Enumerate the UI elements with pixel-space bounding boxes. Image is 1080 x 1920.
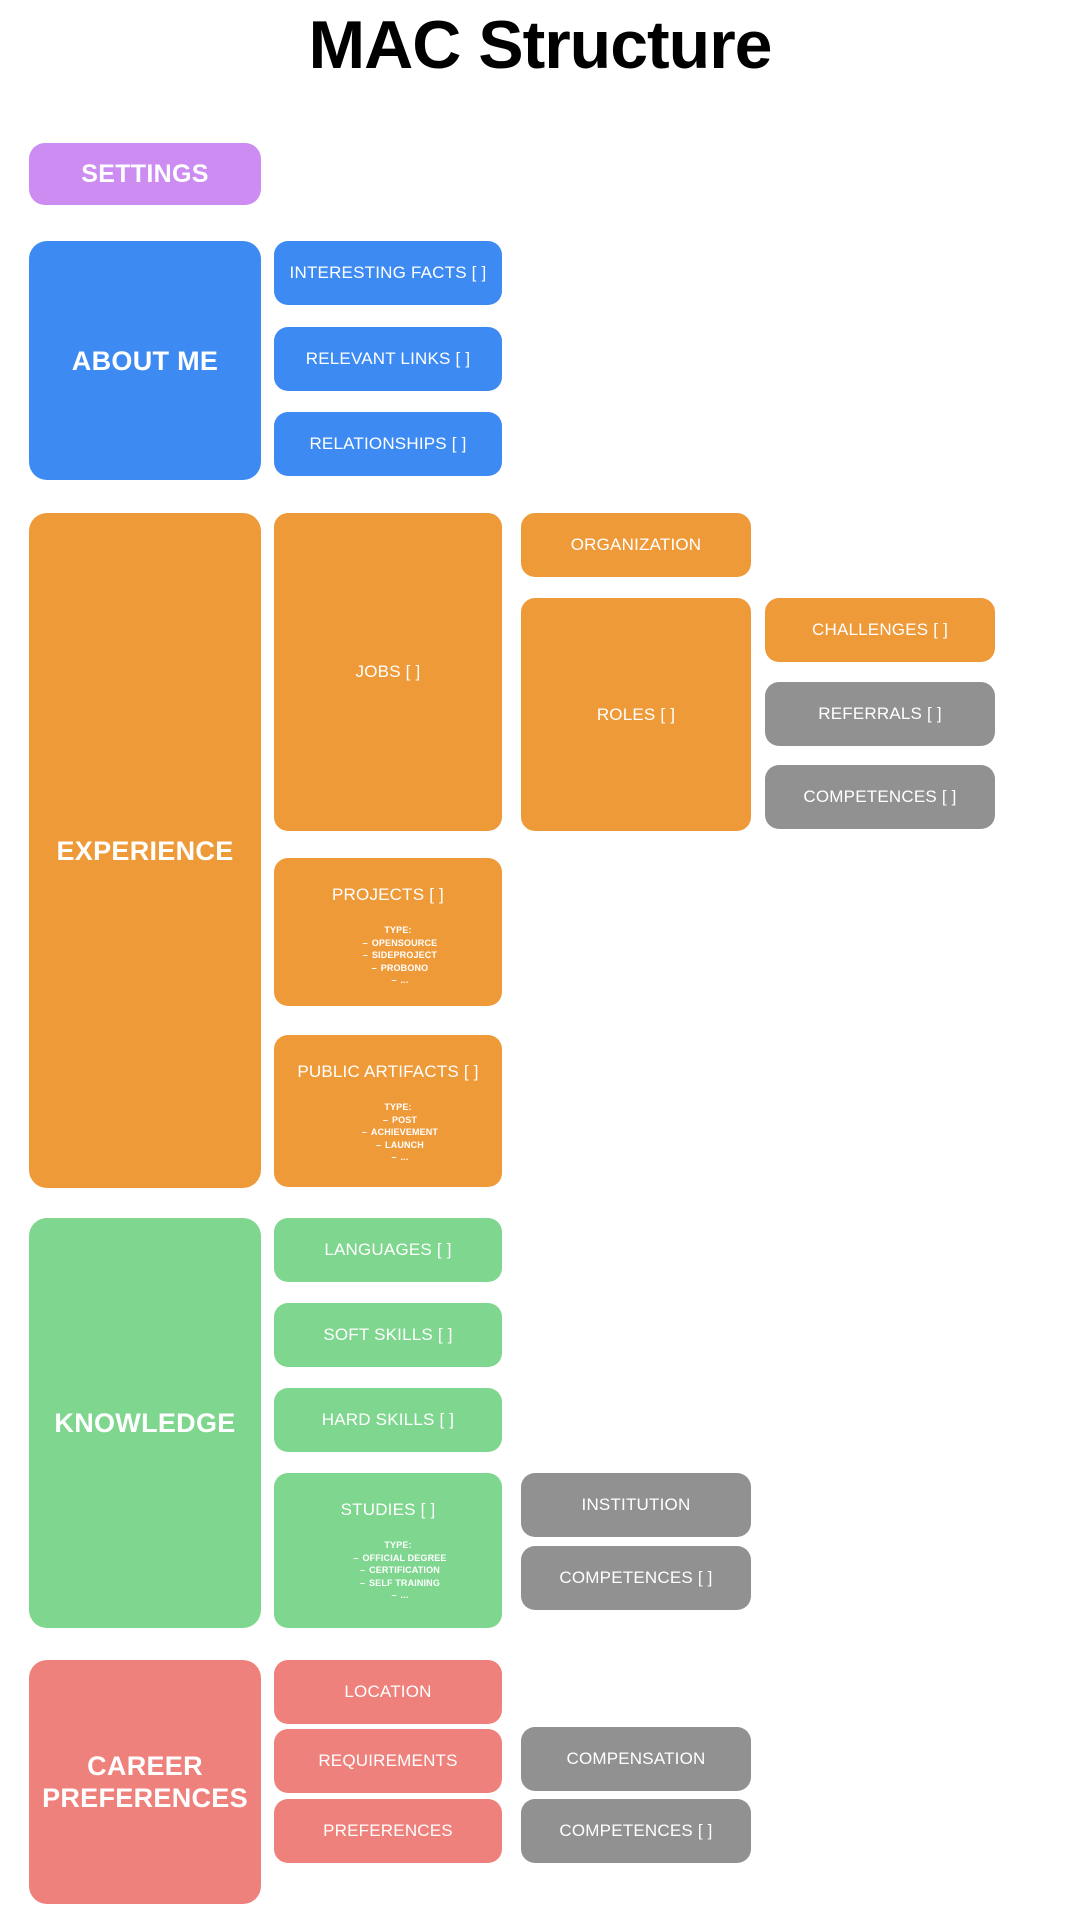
node-knowledge[interactable]: KNOWLEDGE [29,1218,261,1628]
node-institution[interactable]: INSTITUTION [521,1473,751,1537]
type-item: –... [391,1152,409,1162]
type-label: TYPE: [384,1102,412,1112]
node-projects[interactable]: PROJECTS [ ] TYPE: –OPENSOURCE –SIDEPROJ… [274,858,502,1006]
node-projects-heading: PROJECTS [ ] [332,885,444,904]
node-settings[interactable]: SETTINGS [29,143,261,205]
node-interesting-facts[interactable]: INTERESTING FACTS [ ] [274,241,502,305]
type-item: –OFFICIAL DEGREE [353,1552,447,1563]
type-label: TYPE: [384,1540,412,1550]
node-requirements[interactable]: REQUIREMENTS [274,1729,502,1793]
node-relevant-links[interactable]: RELEVANT LINKS [ ] [274,327,502,391]
type-item: –ACHIEVEMENT [361,1127,439,1137]
node-career-preferences[interactable]: CAREER PREFERENCES [29,1660,261,1904]
node-location[interactable]: LOCATION [274,1660,502,1724]
node-roles[interactable]: ROLES [ ] [521,598,751,831]
node-competences-career[interactable]: COMPETENCES [ ] [521,1799,751,1863]
type-item: –... [391,975,409,985]
node-studies-heading: STUDIES [ ] [340,1500,436,1519]
type-label: TYPE: [384,925,412,935]
node-compensation[interactable]: COMPENSATION [521,1727,751,1791]
node-public-artifacts[interactable]: PUBLIC ARTIFACTS [ ] TYPE: –POST –ACHIEV… [274,1035,502,1187]
type-item: –POST [382,1114,418,1125]
node-hard-skills[interactable]: HARD SKILLS [ ] [274,1388,502,1452]
node-about-me[interactable]: ABOUT ME [29,241,261,480]
type-item: –CERTIFICATION [360,1565,440,1575]
type-item: –SIDEPROJECT [362,950,438,960]
type-item: –OPENSOURCE [362,937,438,948]
node-organization[interactable]: ORGANIZATION [521,513,751,577]
node-jobs[interactable]: JOBS [ ] [274,513,502,831]
node-studies[interactable]: STUDIES [ ] TYPE: –OFFICIAL DEGREE –CERT… [274,1473,502,1628]
page-title: MAC Structure [308,7,772,83]
type-item: –PROBONO [371,962,429,973]
node-public-artifacts-type-list: TYPE: –POST –ACHIEVEMENT –LAUNCH –... [294,1101,502,1164]
node-career-preferences-label: CAREER PREFERENCES [42,1751,248,1813]
node-experience[interactable]: EXPERIENCE [29,513,261,1188]
node-public-artifacts-heading: PUBLIC ARTIFACTS [ ] [297,1062,479,1081]
node-languages[interactable]: LANGUAGES [ ] [274,1218,502,1282]
node-soft-skills[interactable]: SOFT SKILLS [ ] [274,1303,502,1367]
node-referrals[interactable]: REFERRALS [ ] [765,682,995,746]
node-preferences[interactable]: PREFERENCES [274,1799,502,1863]
node-competences-experience[interactable]: COMPETENCES [ ] [765,765,995,829]
node-challenges[interactable]: CHALLENGES [ ] [765,598,995,662]
type-item: –... [391,1590,409,1600]
node-relationships[interactable]: RELATIONSHIPS [ ] [274,412,502,476]
type-item: –LAUNCH [375,1139,424,1150]
type-item: –SELF TRAINING [359,1577,440,1588]
node-competences-knowledge[interactable]: COMPETENCES [ ] [521,1546,751,1610]
node-projects-type-list: TYPE: –OPENSOURCE –SIDEPROJECT –PROBONO … [294,924,502,987]
node-studies-type-list: TYPE: –OFFICIAL DEGREE –CERTIFICATION –S… [294,1539,502,1602]
